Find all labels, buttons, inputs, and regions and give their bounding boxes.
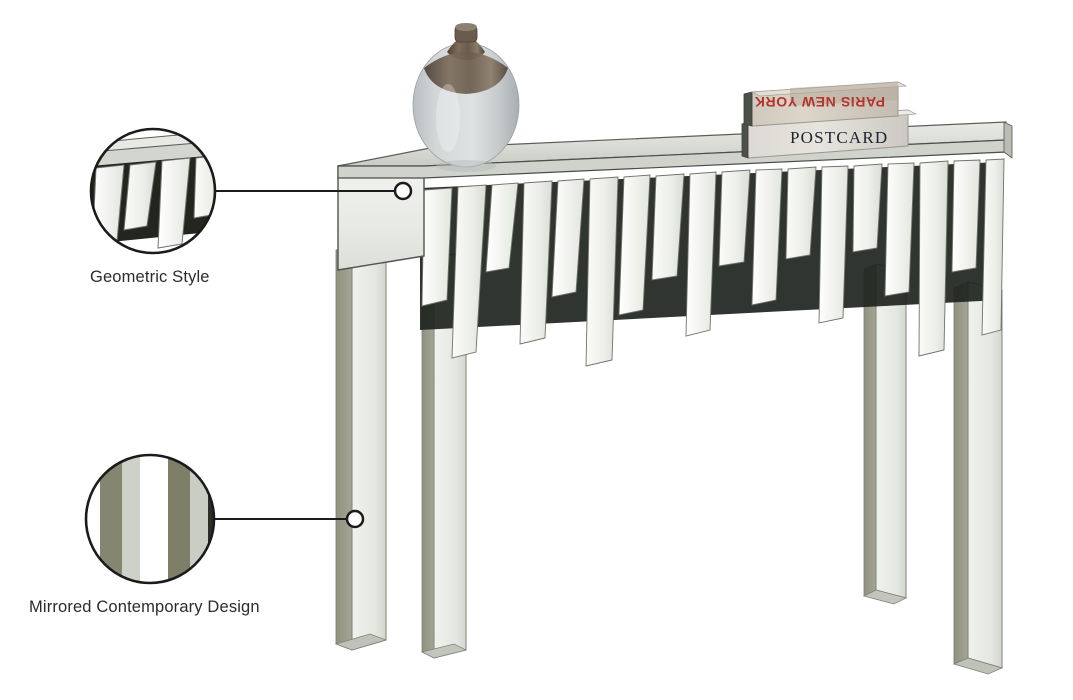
callout-label-geometric-style: Geometric Style xyxy=(90,268,210,286)
table-leg-back-right xyxy=(862,263,908,605)
book-top: PARIS NEW YORK xyxy=(743,81,908,127)
callout-detail-mirrored xyxy=(86,455,214,583)
callout-pointer-geometric[interactable] xyxy=(393,181,413,201)
table-leg-front-left xyxy=(334,239,388,651)
callout-mirrored-design[interactable] xyxy=(84,453,365,585)
callout-circle-mirrored xyxy=(84,453,216,585)
book-bottom-title: POSTCARD xyxy=(790,128,888,147)
callout-pointer-mirrored[interactable] xyxy=(345,509,365,529)
book-stack: POSTCARD PARIS NEW YORK xyxy=(741,81,918,159)
geometric-mirror-panels xyxy=(420,158,1005,367)
callout-label-mirrored-design: Mirrored Contemporary Design xyxy=(29,598,260,616)
ceramic-vase xyxy=(412,23,520,172)
book-top-title: PARIS NEW YORK xyxy=(754,94,885,110)
callout-circle-geometric xyxy=(89,127,217,255)
table-leg-front-right xyxy=(952,281,1004,675)
console-table xyxy=(334,121,1013,675)
